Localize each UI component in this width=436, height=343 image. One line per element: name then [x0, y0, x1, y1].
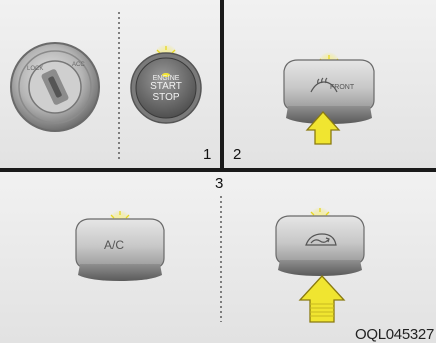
ignition-key-cylinder: LOCK ACC [11, 43, 99, 131]
panel-3-background [0, 172, 436, 343]
panel-number-1: 1 [203, 147, 211, 162]
figure-code: OQL045327 [355, 326, 434, 343]
horizontal-divider [0, 168, 436, 172]
ac-label: A/C [104, 238, 124, 252]
svg-text:ACC: ACC [72, 62, 85, 68]
stop-label: STOP [147, 93, 185, 104]
vertical-divider [220, 0, 224, 168]
front-defrost-label: FRONT [330, 84, 354, 91]
front-defrost-button-graphic [284, 52, 374, 124]
air-intake-button-graphic [276, 207, 364, 276]
svg-text:LOCK: LOCK [27, 66, 43, 72]
engine-start-stop-label: ENGINE START STOP [147, 75, 185, 103]
panel-number-3: 3 [215, 176, 223, 191]
panel-number-2: 2 [233, 147, 241, 162]
